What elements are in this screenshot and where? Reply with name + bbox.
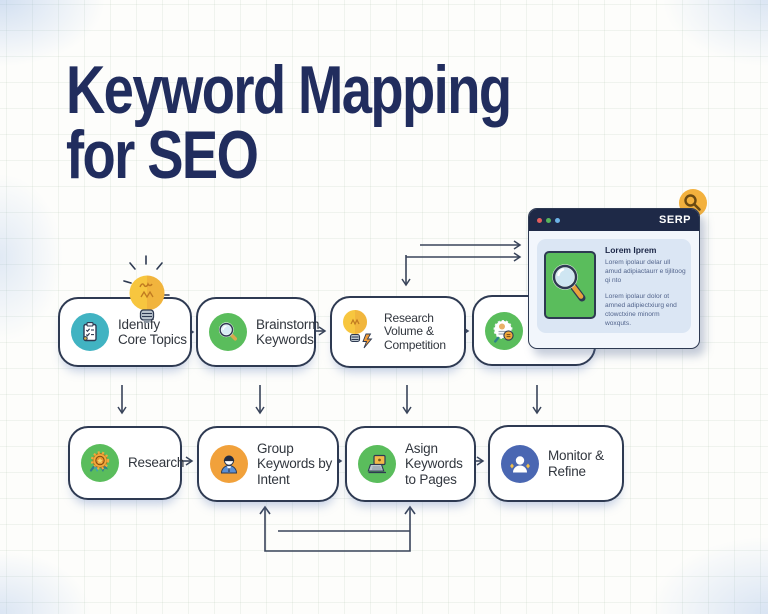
flow-node-asign-keywords-to-pages: Asign Keywords to Pages bbox=[345, 426, 476, 502]
serp-browser-window: SERP Lorem Iprem Lorem ipolaur delar ull… bbox=[528, 208, 700, 349]
clipboard-checklist-icon bbox=[71, 313, 109, 351]
magnifier-icon bbox=[209, 313, 247, 351]
flow-node-monitor-refine: Monitor & Refine bbox=[488, 425, 624, 502]
flow-node-group-keywords-by-intent: Group Keywords by Intent bbox=[197, 426, 339, 502]
window-dot-red-icon bbox=[537, 217, 542, 223]
big-lightbulb-icon bbox=[116, 253, 174, 354]
lightbulb-bolt-icon bbox=[339, 306, 375, 359]
feedback-loop-arrowhead-left bbox=[259, 505, 271, 515]
window-dot-blue-icon bbox=[555, 217, 560, 223]
serp-titlebar: SERP bbox=[529, 209, 699, 231]
badge-magnifier-icon bbox=[81, 444, 119, 482]
flow-node-research-volume-competition: Research Volume & Competition bbox=[330, 296, 466, 368]
flow-node-label: Asign Keywords to Pages bbox=[405, 441, 463, 487]
feedback-loop-line bbox=[264, 508, 411, 552]
page-title: Keyword Mapping for SEO bbox=[66, 52, 512, 194]
flow-node-identify-core-topics: Identify Core Topics bbox=[58, 297, 192, 367]
seal-magnifier-icon bbox=[485, 311, 523, 350]
serp-card-paragraph-2: Lorem ipolaur dolor ot amned adipiectxiu… bbox=[605, 292, 677, 328]
page-title-line2: for SEO bbox=[66, 117, 259, 194]
person-sparkles-icon bbox=[501, 444, 539, 483]
feedback-loop-arrowhead-right bbox=[404, 505, 416, 515]
serp-card-heading: Lorem Iprem bbox=[605, 245, 657, 255]
flow-node-research: Research bbox=[68, 426, 185, 500]
window-dot-green-icon bbox=[546, 217, 551, 223]
page-title-line1: Keyword Mapping bbox=[66, 52, 512, 128]
flow-node-label: Group Keywords by Intent bbox=[257, 441, 333, 487]
flow-node-brainstorm-keywords: Brainstorm Keywords bbox=[196, 297, 320, 367]
serp-card-paragraph-1: Lorem ipolaur delar ull amud adipiactaur… bbox=[605, 259, 686, 285]
serp-result-card: Lorem Iprem Lorem ipolaur delar ull amud… bbox=[537, 239, 691, 333]
flow-node-label: Monitor & Refine bbox=[548, 448, 604, 479]
serp-thumbnail-magnifier-icon bbox=[544, 251, 596, 319]
flow-node-label: Research Volume & Competition bbox=[384, 310, 446, 352]
person-icon bbox=[210, 445, 248, 483]
serp-titlebar-label: SERP bbox=[659, 214, 691, 226]
serp-card-text: Lorem Iprem Lorem ipolaur delar ull amud… bbox=[605, 245, 687, 335]
flow-node-label: Research bbox=[128, 455, 185, 471]
laptop-icon bbox=[358, 445, 396, 483]
flow-node-label: Brainstorm Keywords bbox=[256, 316, 320, 347]
